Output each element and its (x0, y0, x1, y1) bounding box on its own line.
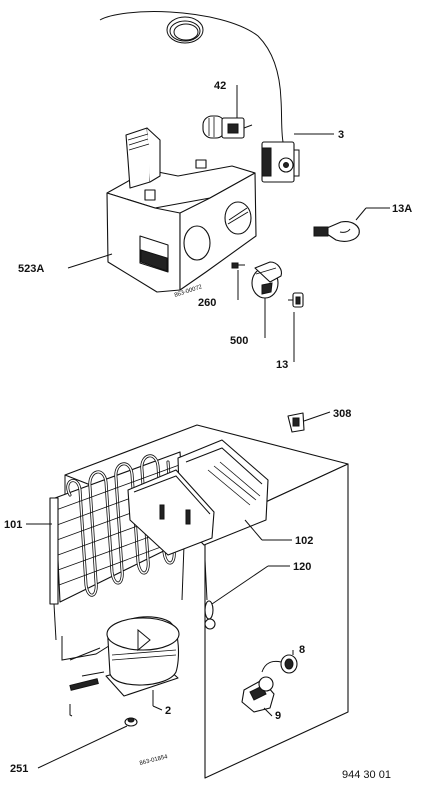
part-label-500: 500 (230, 335, 248, 347)
part-label-260: 260 (198, 297, 216, 309)
part-label-102: 102 (295, 535, 313, 547)
part-label-3: 3 (338, 129, 344, 141)
reference-number: 944 30 01 (342, 769, 391, 781)
leader-9 (263, 707, 273, 717)
thermostat-capillary-tube (99, 11, 284, 143)
thermostat-cover-housing (106, 127, 257, 293)
part-label-523a: 523A (18, 263, 44, 275)
part-label-2: 2 (165, 705, 171, 717)
drain-line (69, 704, 73, 717)
lamp-holder-part (202, 115, 253, 139)
part-label-9: 9 (275, 710, 281, 722)
relay-part (261, 654, 298, 674)
screw-part (231, 262, 245, 269)
leader-523a (67, 253, 113, 269)
leader-13a (355, 207, 367, 221)
knob-shaft-part (288, 292, 304, 308)
part-label-308: 308 (333, 408, 351, 420)
leader-120 (211, 565, 269, 605)
drain-plug-part (204, 559, 216, 630)
clip-part (313, 221, 360, 242)
evaporator-part (127, 439, 269, 556)
switch-part (287, 412, 305, 433)
part-stamp-bottom: 863-01854 (139, 754, 169, 767)
thermostat-knob-part (251, 261, 282, 299)
leader-102 (244, 519, 263, 541)
part-label-120: 120 (293, 561, 311, 573)
lamp-socket-part (241, 676, 275, 713)
rubber-foot-part (124, 717, 138, 727)
part-label-13a: 13A (392, 203, 412, 215)
part-label-13: 13 (276, 359, 288, 371)
part-label-101: 101 (4, 519, 22, 531)
part-label-42: 42 (214, 80, 226, 92)
thermostat-part (261, 141, 300, 183)
leader-251 (37, 725, 128, 769)
part-label-251: 251 (10, 763, 28, 775)
leader-308 (303, 411, 331, 422)
compressor-part (61, 616, 180, 697)
part-label-8: 8 (299, 644, 305, 656)
